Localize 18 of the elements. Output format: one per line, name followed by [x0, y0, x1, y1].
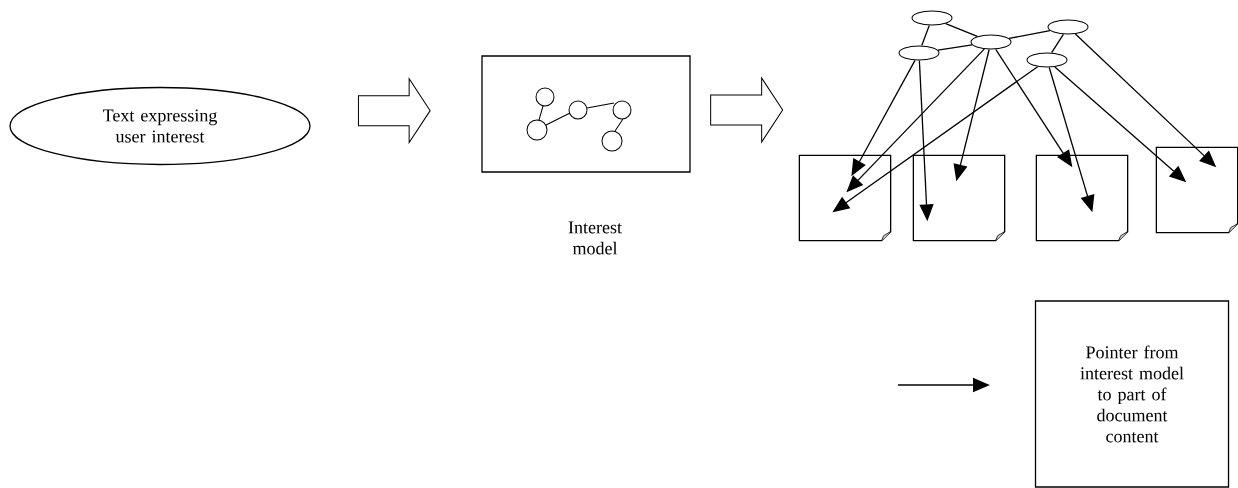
block-arrow [357, 78, 431, 144]
ellipse [1047, 19, 1089, 35]
ellipse [898, 45, 940, 61]
model-box [481, 55, 691, 173]
document-page [912, 154, 1006, 242]
document-page [1035, 154, 1129, 242]
connector-line [945, 22, 978, 38]
connector-line [921, 24, 930, 47]
block-arrow [710, 77, 784, 143]
connector-line [1008, 29, 1051, 40]
ellipse [1026, 52, 1068, 68]
document-page [798, 154, 892, 242]
ellipse [911, 10, 953, 26]
connector-line [937, 44, 973, 51]
ellipse [970, 34, 1012, 50]
node-caption: Interest model [568, 221, 622, 255]
connector-line [1051, 33, 1064, 54]
legend-box: Pointer from interest model to part of document content [1034, 300, 1230, 488]
